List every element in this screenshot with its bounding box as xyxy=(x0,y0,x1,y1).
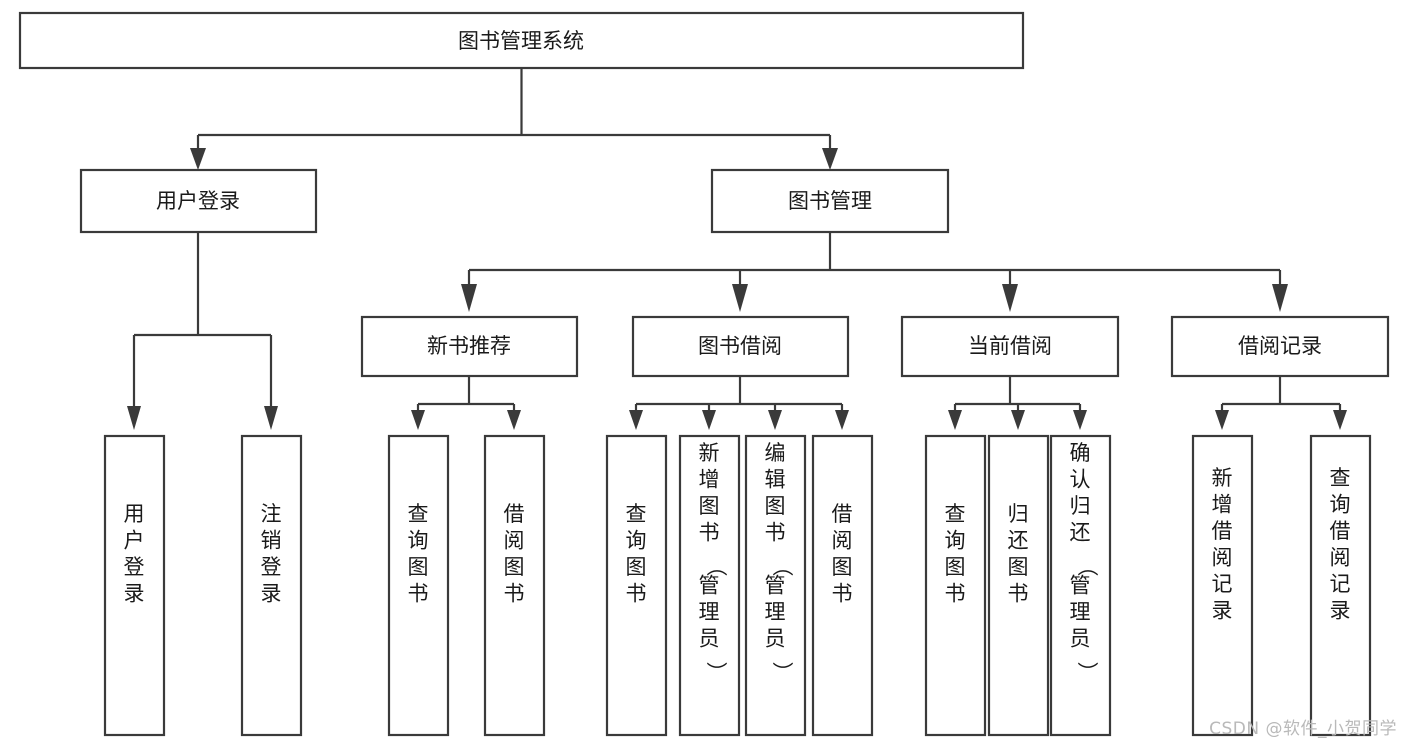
arrow-head-book-mgmt xyxy=(822,148,838,170)
arrow-head-current-borrow-leaf2 xyxy=(1011,410,1025,430)
node-current-borrow-label: 当前借阅 xyxy=(968,334,1052,358)
connector-layer xyxy=(127,68,1347,430)
leaf-borrow-records-add-box[interactable] xyxy=(1191,434,1254,737)
arrow-head-book-borrow-leaf3 xyxy=(768,410,782,430)
arrow-head-current-borrow-leaf1 xyxy=(948,410,962,430)
node-user-login-label: 用户登录 xyxy=(156,189,240,213)
leaf-book-borrow-query-box[interactable] xyxy=(605,434,668,737)
arrow-head-borrow-records-leaf2 xyxy=(1333,410,1347,430)
leaf-book-borrow-borrow[interactable]: 借阅图书 xyxy=(811,434,874,737)
leaf-new-book-borrow-label: 借阅图书 xyxy=(504,502,525,606)
leaf-new-book-query-box[interactable] xyxy=(387,434,450,737)
svg-text:（: （ xyxy=(770,556,794,577)
leaf-borrow-records-query-box[interactable] xyxy=(1309,434,1372,737)
node-book-borrow-label: 图书借阅 xyxy=(698,334,782,358)
leaf-new-book-query[interactable]: 查询图书 xyxy=(387,434,450,737)
node-user-login[interactable]: 用户登录 xyxy=(79,168,318,234)
arrow-head-user-login-leaf1 xyxy=(127,406,141,430)
arrow-head-new-book-leaf2 xyxy=(507,410,521,430)
leaf-book-borrow-query[interactable]: 查询图书 xyxy=(605,434,668,737)
node-borrow-records-box[interactable] xyxy=(1170,315,1390,378)
leaf-book-borrow-edit[interactable]: 编辑图书管理员 （ ） xyxy=(744,434,807,737)
node-new-book-recommend-box[interactable] xyxy=(360,315,579,378)
leaf-current-borrow-query-label: 查询图书 xyxy=(945,502,966,606)
leaf-book-borrow-borrow-box[interactable] xyxy=(811,434,874,737)
leaf-book-borrow-add-box[interactable] xyxy=(678,434,741,737)
svg-text:（: （ xyxy=(1075,556,1099,577)
arrow-head-user-login-leaf2 xyxy=(264,406,278,430)
node-root[interactable]: 图书管理系统 xyxy=(18,11,1025,70)
leaf-current-borrow-confirm[interactable]: 确认归还管理员 （ ） xyxy=(1049,434,1112,737)
arrow-head-new-book xyxy=(461,284,477,312)
arrow-head-book-borrow-leaf4 xyxy=(835,410,849,430)
leaf-current-borrow-return-label: 归还图书 xyxy=(1008,502,1029,606)
svg-text:）: ） xyxy=(770,662,794,683)
leaf-user-login-login-box[interactable] xyxy=(103,434,166,737)
leaf-book-borrow-borrow-label: 借阅图书 xyxy=(832,502,853,606)
leaf-book-borrow-add[interactable]: 新增图书管理员 （ ） xyxy=(678,434,741,737)
arrow-head-book-borrow-leaf2 xyxy=(702,410,716,430)
svg-text:（: （ xyxy=(704,556,728,577)
leaf-borrow-records-add[interactable]: 新增借阅记录 xyxy=(1191,434,1254,737)
leaf-user-login-logout-label: 注销登录 xyxy=(261,502,282,606)
leaf-new-book-borrow[interactable]: 借阅图书 xyxy=(483,434,546,737)
leaf-user-login-login-label: 用户登录 xyxy=(124,502,145,606)
arrow-head-book-borrow xyxy=(732,284,748,312)
leaf-user-login-logout[interactable]: 注销登录 xyxy=(240,434,303,737)
leaf-current-borrow-query[interactable]: 查询图书 xyxy=(924,434,987,737)
leaf-current-borrow-return-box[interactable] xyxy=(987,434,1050,737)
node-current-borrow-box[interactable] xyxy=(900,315,1120,378)
leaf-current-borrow-confirm-box[interactable] xyxy=(1049,434,1112,737)
node-borrow-records-label: 借阅记录 xyxy=(1238,334,1322,358)
leaf-new-book-borrow-box[interactable] xyxy=(483,434,546,737)
leaf-borrow-records-query[interactable]: 查询借阅记录 xyxy=(1309,434,1372,737)
node-book-borrow[interactable]: 图书借阅 xyxy=(631,315,850,378)
leaf-user-login-logout-box[interactable] xyxy=(240,434,303,737)
arrow-head-book-borrow-leaf1 xyxy=(629,410,643,430)
leaf-user-login-login[interactable]: 用户登录 xyxy=(103,434,166,737)
leaf-current-borrow-confirm-label: 确认归还管理员 xyxy=(1070,441,1091,651)
leaf-new-book-query-label: 查询图书 xyxy=(408,502,429,606)
arrow-head-borrow-records-leaf1 xyxy=(1215,410,1229,430)
node-book-borrow-box[interactable] xyxy=(631,315,850,378)
node-book-management-box[interactable] xyxy=(710,168,950,234)
arrow-head-borrow-records xyxy=(1272,284,1288,312)
leaf-book-borrow-add-label: 新增图书管理员 xyxy=(699,441,720,651)
node-new-book-recommend-label: 新书推荐 xyxy=(427,334,511,358)
leaf-current-borrow-return[interactable]: 归还图书 xyxy=(987,434,1050,737)
node-new-book-recommend[interactable]: 新书推荐 xyxy=(360,315,579,378)
node-root-label: 图书管理系统 xyxy=(458,29,584,53)
leaf-book-borrow-query-label: 查询图书 xyxy=(626,502,647,606)
leaf-current-borrow-query-box[interactable] xyxy=(924,434,987,737)
leaf-book-borrow-edit-label: 编辑图书管理员 xyxy=(765,441,786,651)
node-book-management-label: 图书管理 xyxy=(788,189,872,213)
svg-text:）: ） xyxy=(704,662,728,683)
node-root-box[interactable] xyxy=(18,11,1025,70)
leaf-book-borrow-edit-box[interactable] xyxy=(744,434,807,737)
node-current-borrow[interactable]: 当前借阅 xyxy=(900,315,1120,378)
svg-text:）: ） xyxy=(1075,662,1099,683)
arrow-head-user-login xyxy=(190,148,206,170)
arrow-head-current-borrow xyxy=(1002,284,1018,312)
node-user-login-box[interactable] xyxy=(79,168,318,234)
node-borrow-records[interactable]: 借阅记录 xyxy=(1170,315,1390,378)
arrow-head-current-borrow-leaf3 xyxy=(1073,410,1087,430)
leaf-borrow-records-add-label: 新增借阅记录 xyxy=(1212,466,1233,623)
arrow-head-new-book-leaf1 xyxy=(411,410,425,430)
leaf-borrow-records-query-label: 查询借阅记录 xyxy=(1330,466,1351,623)
node-book-management[interactable]: 图书管理 xyxy=(710,168,950,234)
